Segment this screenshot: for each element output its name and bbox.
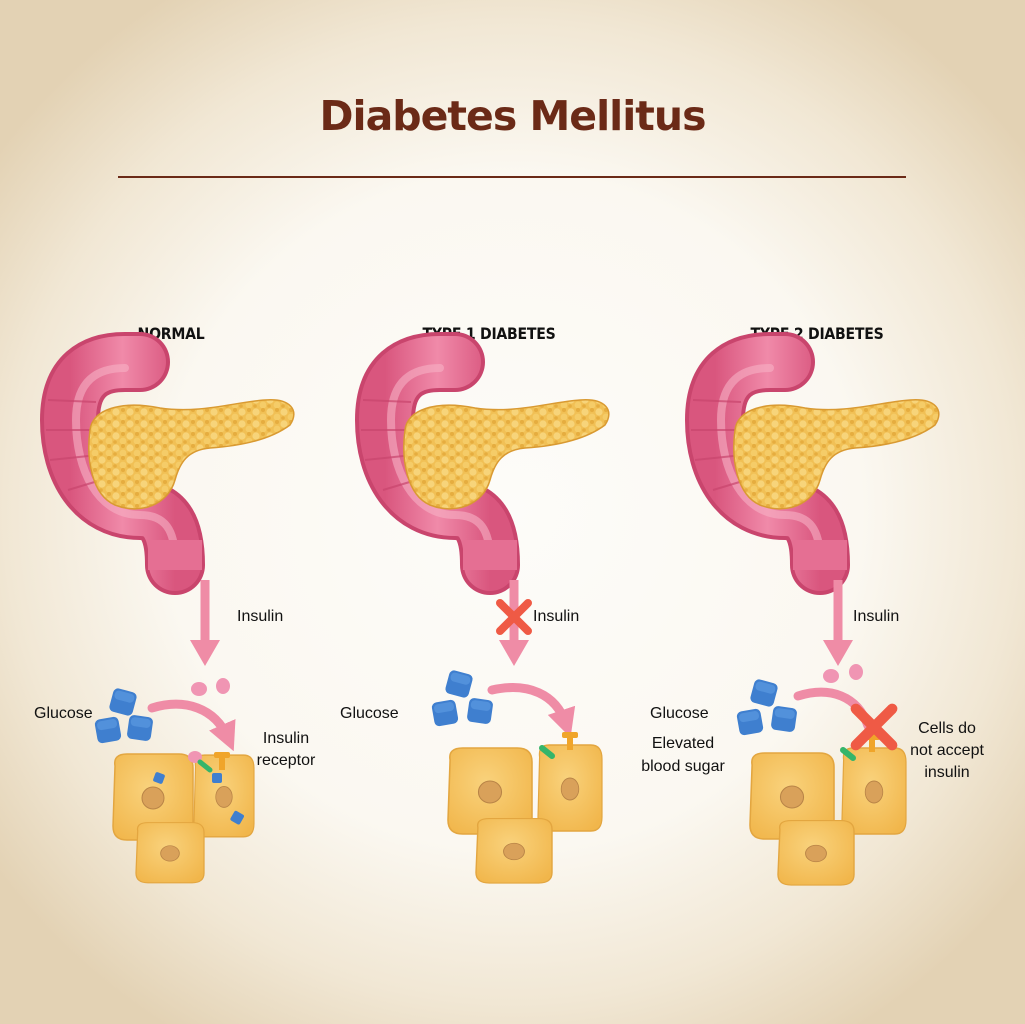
type2-insulin-arrow bbox=[823, 580, 853, 666]
type1-insulin-label: Insulin bbox=[533, 608, 580, 625]
normal-glucose-label: Glucose bbox=[34, 705, 93, 722]
type1-pancreas bbox=[361, 362, 609, 570]
normal-glucose-arrow bbox=[147, 699, 236, 752]
type1-glucose-cubes bbox=[431, 669, 494, 727]
type2-cells bbox=[749, 747, 907, 886]
type1-insulin-receptor bbox=[539, 732, 578, 759]
normal-insulin-receptor bbox=[153, 751, 244, 825]
type1-insulin-arrow bbox=[499, 580, 529, 666]
type2-elevated-label-line2: blood sugar bbox=[641, 758, 725, 775]
type2-cells-label-line3: insulin bbox=[924, 764, 970, 781]
normal-receptor-label-line1: Insulin bbox=[262, 730, 310, 747]
type2-cells-label-line1: Cells do bbox=[918, 720, 976, 737]
normal-pancreas bbox=[46, 362, 294, 570]
normal-insulin-arrow bbox=[190, 580, 220, 666]
type2-insulin-label: Insulin bbox=[853, 608, 900, 625]
type1-glucose-arrow bbox=[487, 683, 576, 738]
normal-insulin-molecules bbox=[191, 678, 230, 696]
type2-elevated-label-line1: Elevated bbox=[651, 735, 715, 752]
type2-cells-label-line2: not accept bbox=[910, 742, 984, 759]
normal-receptor-label-line2: receptor bbox=[256, 752, 316, 769]
normal-insulin-label: Insulin bbox=[237, 608, 284, 625]
type2-pancreas bbox=[691, 362, 939, 570]
page-title: Diabetes Mellitus bbox=[319, 92, 707, 140]
normal-glucose-cubes bbox=[94, 687, 154, 744]
type2-insulin-molecules bbox=[823, 664, 863, 683]
type2-glucose-label: Glucose bbox=[650, 705, 709, 722]
type1-cells bbox=[447, 744, 603, 884]
type2-glucose-cubes bbox=[736, 678, 798, 736]
type1-glucose-label: Glucose bbox=[340, 705, 399, 722]
type2-insulin-receptor bbox=[840, 734, 880, 761]
title-divider bbox=[118, 176, 906, 178]
